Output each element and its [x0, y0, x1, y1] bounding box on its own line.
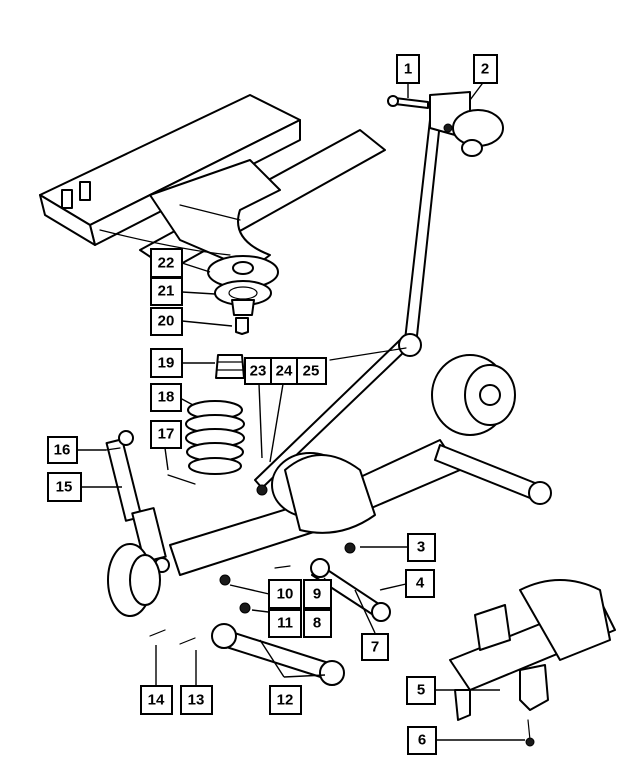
callout-8-label: 8 — [313, 615, 321, 632]
callout-10: 10 — [268, 579, 302, 609]
callout-9: 9 — [303, 579, 332, 609]
frame-rail-illustration — [39, 94, 386, 271]
callout-12: 12 — [269, 685, 302, 715]
callout-7: 7 — [361, 633, 389, 661]
callout-14-label: 14 — [148, 692, 165, 709]
callout-7-label: 7 — [371, 639, 379, 656]
lower-control-arm — [211, 623, 345, 686]
callout-2-label: 2 — [481, 61, 489, 78]
callout-5: 5 — [406, 676, 436, 705]
callout-17: 17 — [150, 420, 182, 449]
callout-21: 21 — [150, 277, 183, 306]
callout-4-label: 4 — [416, 575, 425, 592]
callout-6-label: 6 — [418, 732, 426, 749]
coil-spring — [185, 400, 245, 475]
fasteners — [149, 123, 453, 645]
callout-21-label: 21 — [158, 283, 175, 300]
callout-25: 25 — [296, 357, 327, 385]
track-bar-frame-bracket — [387, 91, 504, 157]
callout-17-label: 17 — [158, 426, 175, 443]
callout-18-label: 18 — [158, 389, 175, 406]
upper-control-arm — [310, 558, 391, 622]
callout-13: 13 — [180, 685, 213, 715]
callout-15: 15 — [47, 472, 82, 502]
callout-24-label: 24 — [276, 363, 293, 380]
jounce-bumper — [215, 354, 245, 379]
callout-22: 22 — [150, 248, 183, 278]
rear-axle-housing — [107, 354, 516, 617]
callout-9-label: 9 — [313, 586, 321, 603]
callout-23: 23 — [244, 357, 272, 385]
upper-spring-seat — [207, 255, 279, 335]
callout-1: 1 — [396, 54, 420, 84]
inset-detail-bracket — [449, 579, 616, 747]
callout-18: 18 — [150, 383, 182, 412]
callout-11: 11 — [268, 609, 302, 638]
callout-11-label: 11 — [277, 615, 293, 632]
callout-8: 8 — [303, 609, 332, 638]
callout-1-label: 1 — [404, 61, 412, 78]
callout-25-label: 25 — [303, 363, 320, 380]
callout-14: 14 — [140, 685, 173, 715]
callout-19: 19 — [150, 348, 183, 378]
callout-15-label: 15 — [56, 479, 73, 496]
callout-19-label: 19 — [158, 355, 175, 372]
callout-10-label: 10 — [277, 586, 294, 603]
callout-20-label: 20 — [158, 313, 175, 330]
callout-2: 2 — [473, 54, 498, 84]
callout-23-label: 23 — [250, 363, 267, 380]
callout-3: 3 — [407, 533, 436, 562]
callout-16: 16 — [47, 436, 78, 464]
callout-6: 6 — [407, 726, 437, 755]
right-lower-arm — [434, 444, 552, 505]
callout-13-label: 13 — [188, 692, 205, 709]
bolt-16 — [105, 447, 121, 451]
callout-3-label: 3 — [417, 539, 425, 556]
callout-12-label: 12 — [277, 692, 294, 709]
callout-5-label: 5 — [417, 682, 425, 699]
callout-20: 20 — [150, 307, 183, 336]
callout-24: 24 — [270, 357, 298, 385]
callout-22-label: 22 — [158, 255, 175, 272]
bolt-17 — [167, 474, 196, 485]
callout-16-label: 16 — [54, 442, 71, 459]
callout-4: 4 — [405, 569, 435, 598]
